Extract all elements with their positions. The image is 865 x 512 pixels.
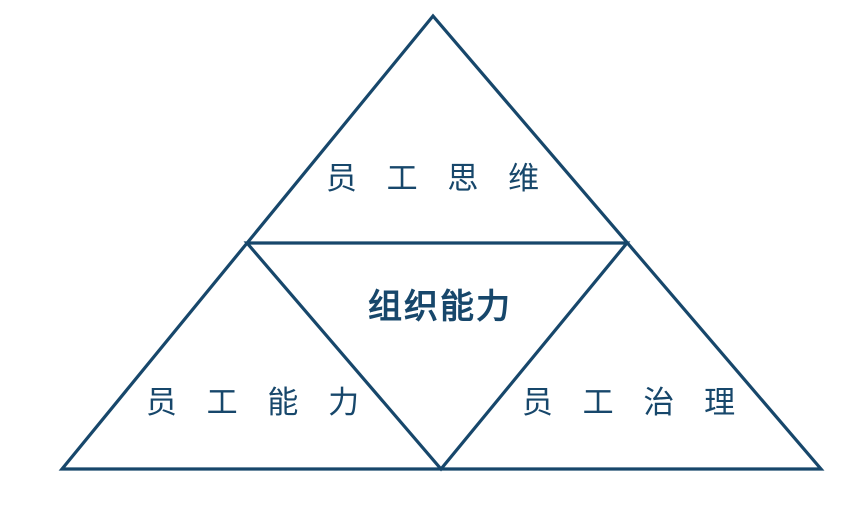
label-center-section: 组织能力: [368, 288, 512, 326]
label-bottom-left-section: 员 工 能 力: [146, 385, 370, 420]
label-top-section: 员 工 思 维: [326, 161, 550, 196]
inner-inverted-triangle: [243, 241, 631, 472]
label-bottom-right-section: 员 工 治 理: [522, 385, 746, 420]
